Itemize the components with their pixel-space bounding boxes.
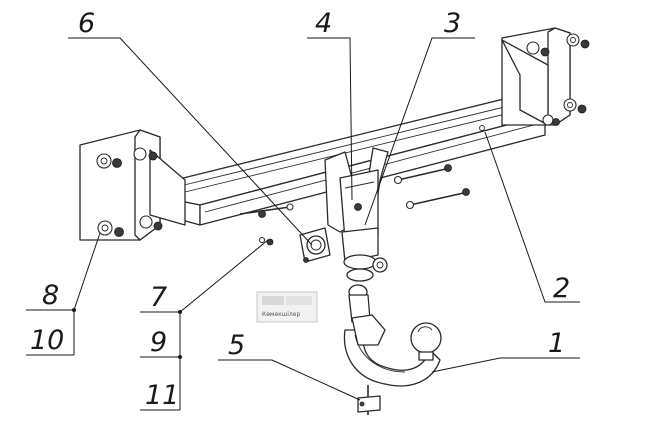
callout-7: 7 [150, 282, 167, 313]
callout-11: 11 [145, 380, 179, 411]
hitch-mount [324, 147, 389, 282]
callout-1: 1 [548, 328, 565, 359]
tow-ball-arm [343, 284, 442, 387]
callout-10: 10 [30, 325, 64, 356]
stamp-label: Көмекшiлер [262, 311, 300, 318]
callout-4: 4 [315, 8, 332, 39]
callout-6: 6 [78, 8, 95, 39]
long-bolts [239, 164, 470, 218]
electrical-socket [258, 227, 331, 263]
label-stamp: Көмекшiлер [256, 291, 318, 323]
callout-2: 2 [553, 273, 570, 304]
left-bracket [79, 129, 186, 241]
callout-3: 3 [444, 8, 461, 39]
callout-9: 9 [150, 327, 167, 358]
callout-5: 5 [228, 330, 245, 361]
callout-8: 8 [42, 280, 59, 311]
leader-lines [26, 37, 580, 411]
right-bracket [501, 27, 590, 126]
locking-pin [357, 385, 381, 415]
